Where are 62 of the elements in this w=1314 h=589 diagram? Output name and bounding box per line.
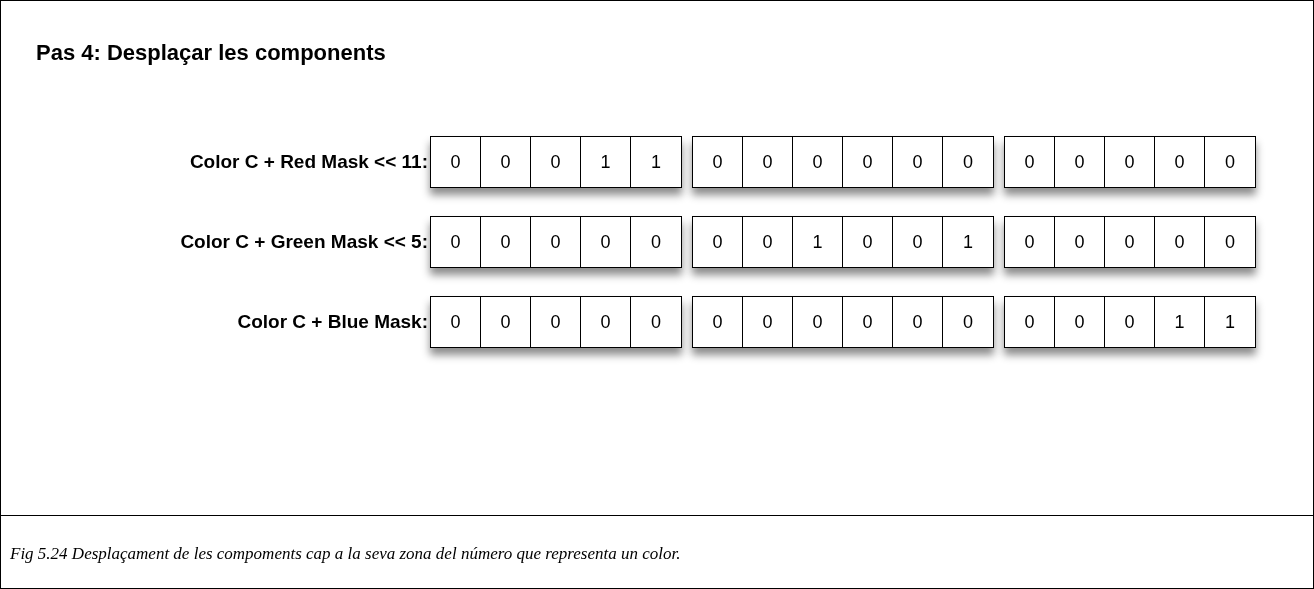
bit-cell: 0 [531,217,581,267]
bit-cell: 0 [1005,137,1055,187]
bit-cell: 0 [943,137,993,187]
bit-cell: 0 [431,217,481,267]
row-label: Color C + Green Mask << 5: [180,230,428,254]
bit-cell: 0 [481,137,531,187]
bit-cell: 1 [631,137,681,187]
bit-cell: 0 [943,297,993,347]
bit-cell: 0 [693,217,743,267]
bit-cell: 0 [793,137,843,187]
bit-cell: 0 [743,137,793,187]
bit-cell: 0 [481,297,531,347]
bit-cell: 0 [893,217,943,267]
bit-cell: 0 [1005,297,1055,347]
title: Pas 4: Desplaçar les components [36,39,386,67]
row-label: Color C + Blue Mask: [237,310,428,334]
bit-cell: 0 [1155,217,1205,267]
row-label: Color C + Red Mask << 11: [189,150,428,174]
bit-cell: 0 [431,297,481,347]
bit-group [692,136,994,188]
bit-cell: 0 [581,217,631,267]
bit-group [1004,216,1256,268]
bit-cell: 0 [1055,137,1105,187]
bit-cell: 0 [1005,217,1055,267]
bit-cell: 0 [1205,137,1255,187]
bit-cell: 0 [1155,137,1205,187]
bit-group [430,136,682,188]
bit-cell: 1 [793,217,843,267]
bit-cell: 0 [743,297,793,347]
bit-cell: 0 [1105,297,1155,347]
bit-cell: 0 [1105,217,1155,267]
bit-cell: 0 [843,297,893,347]
bit-group [1004,136,1256,188]
bit-cell: 0 [481,217,531,267]
bit-cell: 0 [1055,297,1105,347]
bit-group [692,296,994,348]
bit-cell: 0 [693,297,743,347]
bit-cell: 0 [1105,137,1155,187]
bit-cell: 0 [1055,217,1105,267]
bit-cell: 0 [531,297,581,347]
bit-cell: 0 [793,297,843,347]
bit-cell: 1 [943,217,993,267]
bit-group [692,216,994,268]
bit-cell: 0 [743,217,793,267]
bit-cell: 0 [531,137,581,187]
bit-group [430,296,682,348]
bit-cell: 0 [693,137,743,187]
bit-cell: 0 [581,297,631,347]
bit-cell: 0 [893,137,943,187]
bit-cell: 0 [631,297,681,347]
bit-cell: 0 [843,217,893,267]
bit-cell: 0 [631,217,681,267]
bit-cell: 0 [843,137,893,187]
bit-cell: 0 [893,297,943,347]
caption: Fig 5.24 Desplaçament de les compoments cap a la seva zona del número que representa un color. [10,543,681,565]
bit-cell: 0 [1205,217,1255,267]
bit-cell: 1 [1205,297,1255,347]
bit-cell: 1 [581,137,631,187]
bit-cell: 1 [1155,297,1205,347]
bit-cell: 0 [431,137,481,187]
bit-group [1004,296,1256,348]
bit-group [430,216,682,268]
